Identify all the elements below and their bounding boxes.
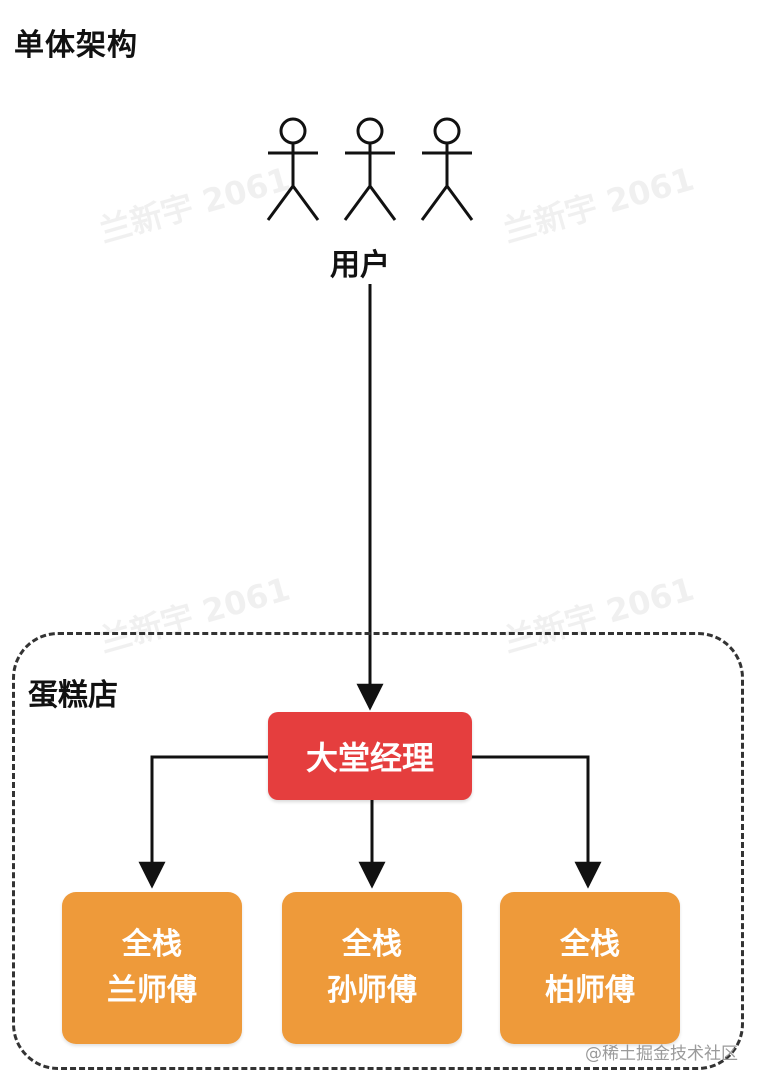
users-label: 用户	[330, 248, 390, 283]
cake-shop-boundary	[12, 632, 744, 1070]
worker-1-role: 全栈	[122, 927, 182, 962]
worker-3-role: 全栈	[560, 927, 620, 962]
worker-2-name: 孙师傅	[327, 973, 417, 1008]
worker-3-name: 柏师傅	[545, 973, 635, 1008]
worker-node-2: 全栈 孙师傅	[282, 892, 462, 1044]
diagram-title: 单体架构	[14, 28, 138, 63]
cake-shop-label: 蛋糕店	[28, 678, 118, 713]
worker-node-1: 全栈 兰师傅	[62, 892, 242, 1044]
source-footer: @稀土掘金技术社区	[585, 1044, 738, 1064]
worker-node-3: 全栈 柏师傅	[500, 892, 680, 1044]
worker-1-name: 兰师傅	[107, 973, 197, 1008]
user-figure-1-icon	[266, 117, 320, 221]
user-figure-3-icon	[420, 117, 474, 221]
worker-2-role: 全栈	[342, 927, 402, 962]
user-figure-2-icon	[343, 117, 397, 221]
arrow-manager-to-worker-1	[138, 755, 268, 889]
arrow-manager-to-worker-3	[472, 755, 602, 889]
manager-node: 大堂经理	[268, 712, 472, 800]
